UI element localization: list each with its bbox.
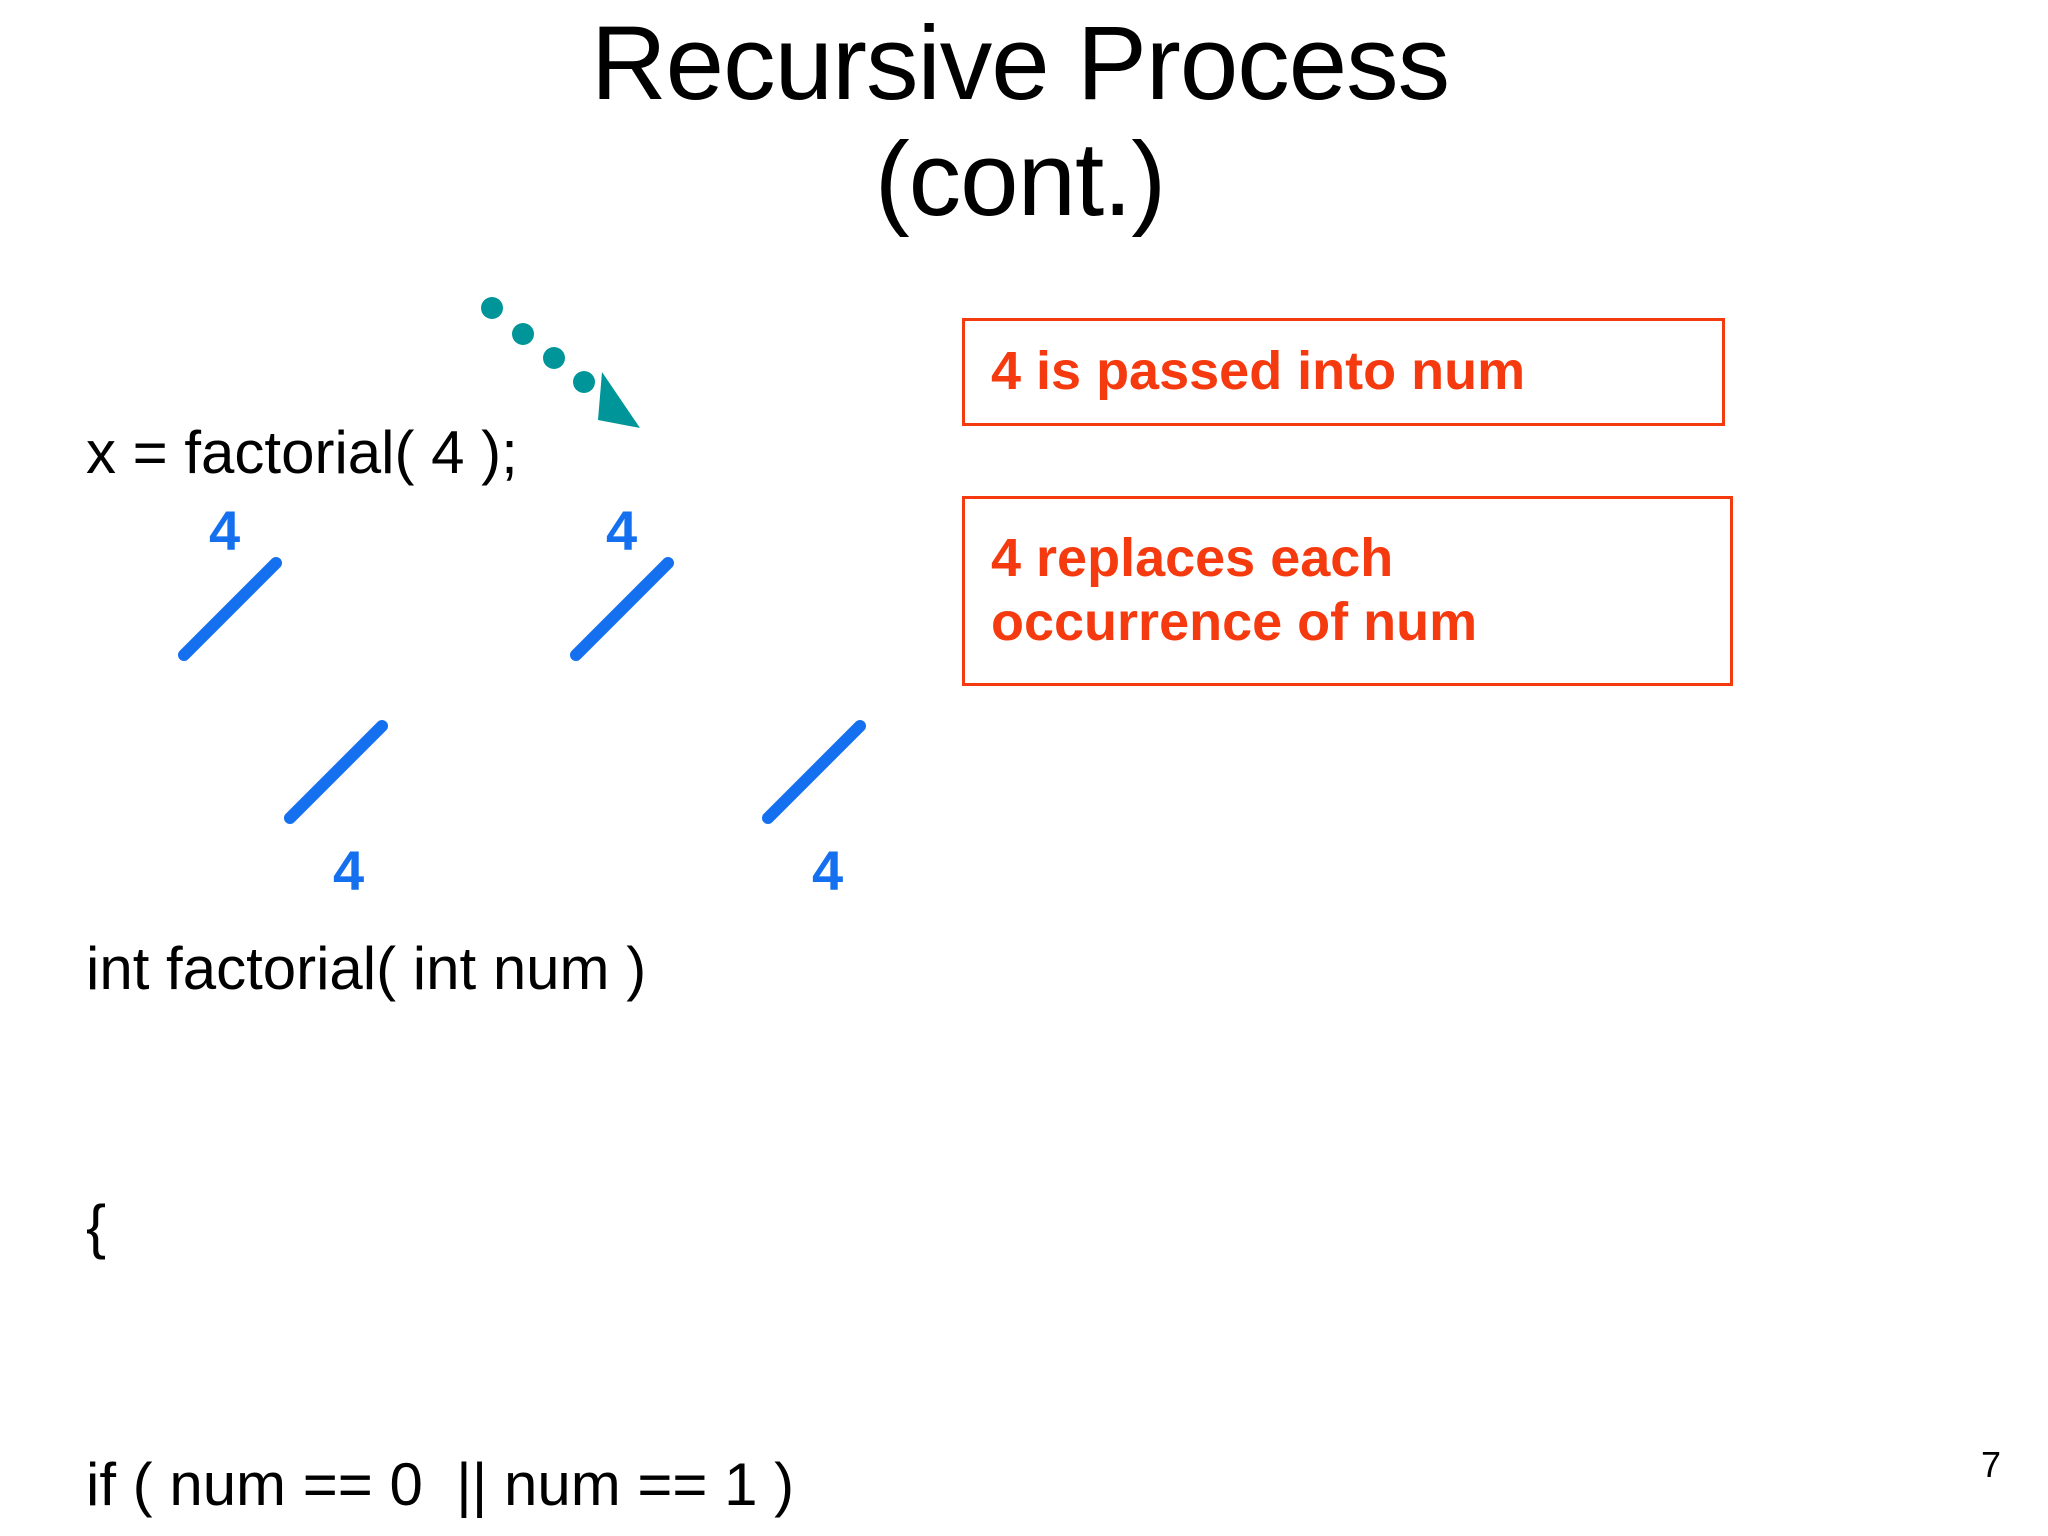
code-line-call: x = factorial( 4 ); xyxy=(86,419,518,486)
callout-replaces-occurrence: 4 replaces each occurrence of num xyxy=(962,496,1733,686)
code-line-signature: int factorial( int num ) xyxy=(86,935,647,1002)
blue-four-if-num-left: 4 xyxy=(209,499,241,562)
callout-passed-text: 4 is passed into num xyxy=(991,341,1526,402)
blue-four-return-num-right: 4 xyxy=(812,839,844,902)
code-block: x = factorial( 4 ); int factorial( int n… xyxy=(86,238,950,1536)
code-line-if: if ( num == 0 || num == 1 ) xyxy=(86,1451,795,1518)
callout-passed-into-num: 4 is passed into num xyxy=(962,318,1725,426)
page-number: 7 xyxy=(1980,1444,2001,1485)
code-line-blank xyxy=(86,668,950,754)
blue-four-if-num-right: 4 xyxy=(606,499,638,562)
callout-replaces-text: 4 replaces each occurrence of num xyxy=(991,528,1478,652)
page-title: Recursive Process (cont.) xyxy=(590,5,1450,238)
blue-four-return-num-left: 4 xyxy=(333,839,365,902)
code-line-open-brace: { xyxy=(86,1193,107,1260)
